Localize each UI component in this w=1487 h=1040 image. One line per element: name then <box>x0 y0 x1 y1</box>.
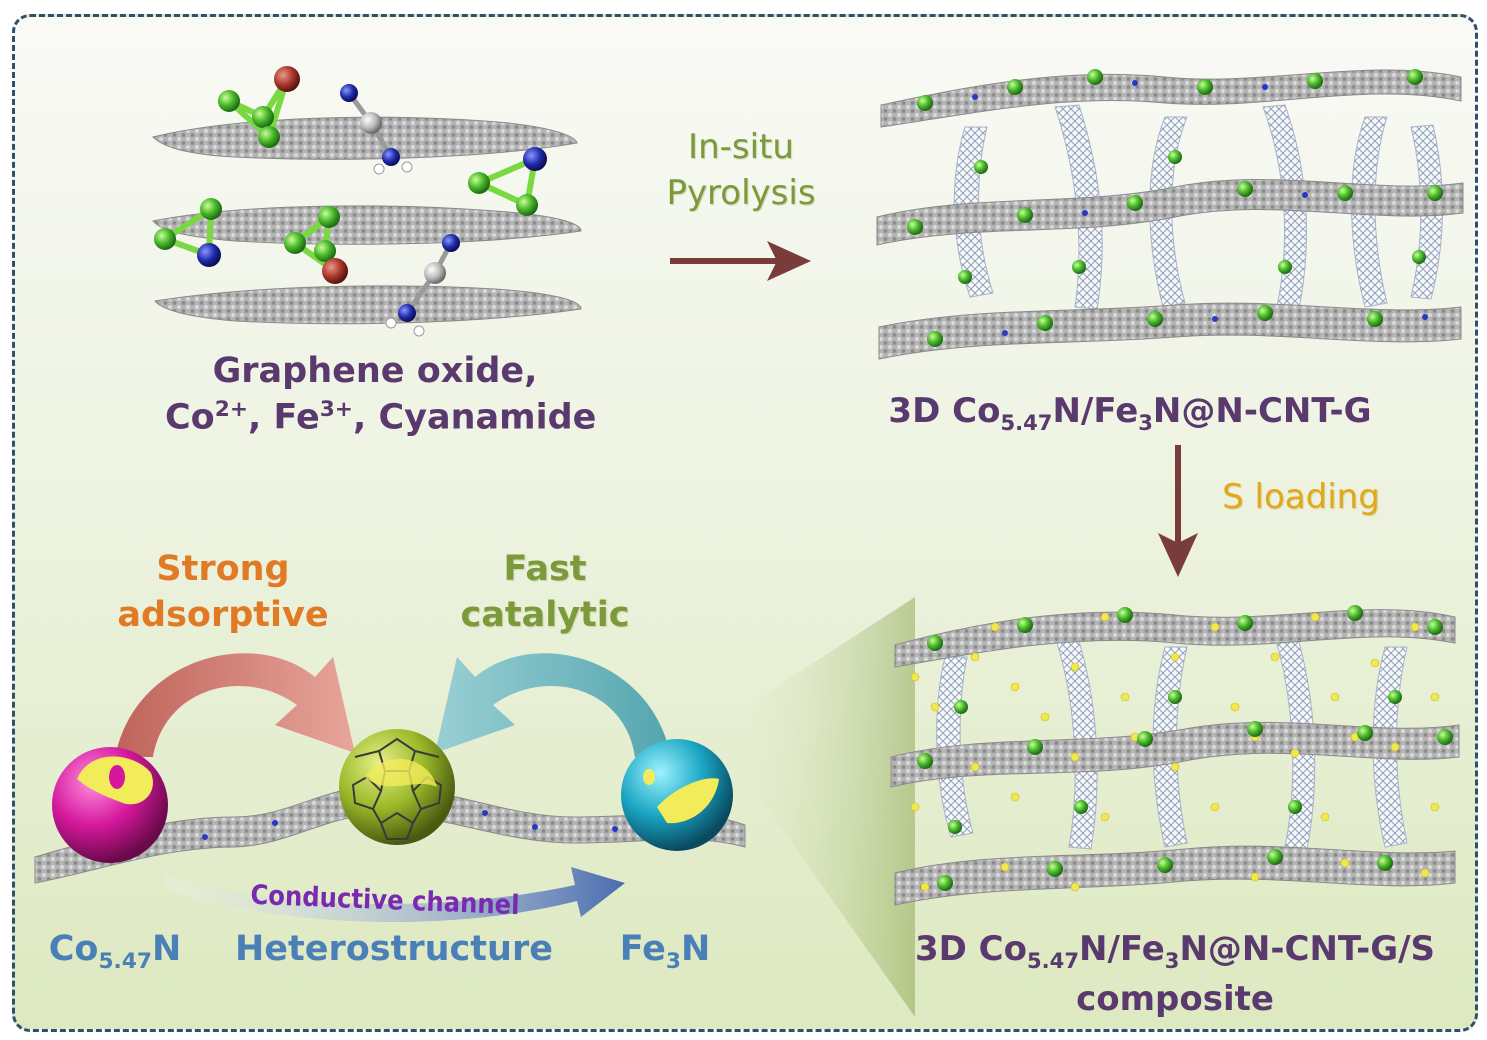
framework-3d <box>876 69 1464 360</box>
sulfur-icon <box>910 612 1440 892</box>
s-loading-arrow <box>1158 445 1198 577</box>
step1-label-line2: Pyrolysis <box>666 173 816 213</box>
catalytic-arrow <box>435 653 671 757</box>
catalytic-label-line1: Fast <box>503 549 587 589</box>
co-label: Co5.47N <box>48 929 182 974</box>
precursor-assembly <box>152 66 582 337</box>
precursor-label-line1: Graphene oxide, <box>212 351 538 391</box>
precursor-label-line2: Co2+, Fe3+, Cyanamide <box>165 397 597 438</box>
step2-label: S loading <box>1222 477 1380 517</box>
graphene-sheet-icon <box>878 302 1462 360</box>
fullerene-icon <box>339 729 455 845</box>
adsorptive-label-line1: Strong <box>156 549 290 589</box>
heterostructure <box>34 653 746 923</box>
heterostructure-label: Heterostructure <box>235 929 553 969</box>
diagram-frame: Graphene oxide, Co2+, Fe3+, Cyanamide In… <box>12 14 1478 1032</box>
fe-label: Fe3N <box>619 929 711 974</box>
step1-label-line1: In-situ <box>688 127 794 167</box>
product2-label-line2: composite <box>1076 979 1274 1019</box>
fe-sphere-icon <box>621 739 733 851</box>
zoom-beam <box>745 597 915 1017</box>
catalytic-label-line2: catalytic <box>460 595 630 635</box>
product2-label-line1: 3D Co5.47N/Fe3N@N-CNT-G/S <box>914 929 1436 973</box>
graphene-sheet-icon <box>876 179 1464 246</box>
graphene-sheet-icon <box>154 285 582 325</box>
graphene-sheet-icon <box>894 845 1456 906</box>
iron-atom-icon <box>274 66 300 92</box>
co-sphere-icon <box>52 747 168 863</box>
composite-3d <box>890 605 1460 906</box>
pyrolysis-arrow <box>670 241 811 281</box>
adsorptive-label-line2: adsorptive <box>117 595 329 635</box>
graphene-sheet-icon <box>152 205 582 245</box>
diagram-canvas <box>34 66 1464 1017</box>
graphene-sheet-icon <box>894 609 1456 668</box>
conductive-arrow <box>165 867 625 923</box>
adsorptive-arrow <box>115 653 355 757</box>
product1-label: 3D Co5.47N/Fe3N@N-CNT-G <box>888 391 1372 435</box>
graphene-sheet-icon <box>890 721 1460 788</box>
